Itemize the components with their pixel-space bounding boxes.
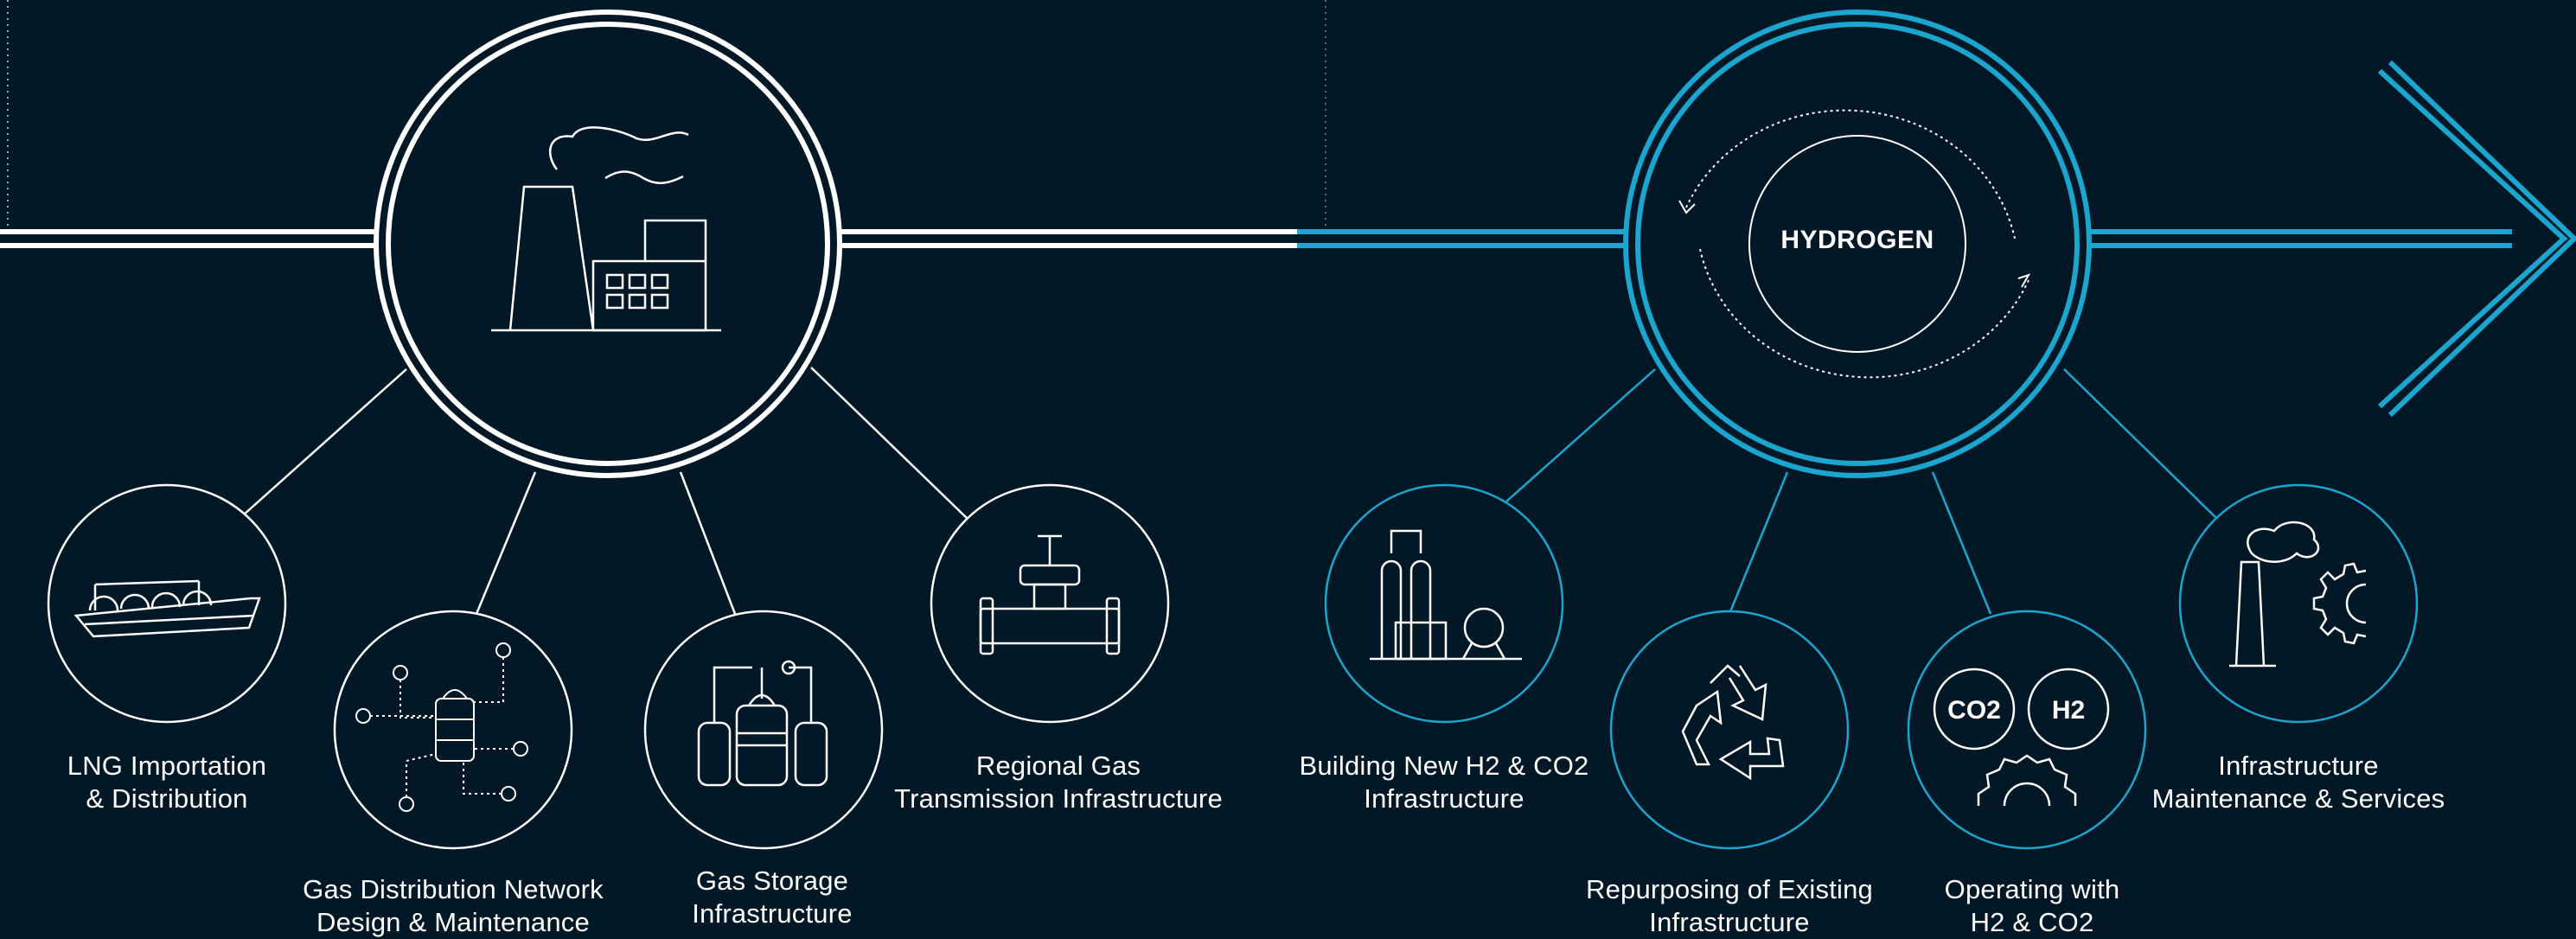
service-storage xyxy=(643,610,884,850)
service-maintenance xyxy=(2178,483,2419,724)
service-repurposing xyxy=(1609,610,1850,850)
service-operating: CO2 H2 xyxy=(1907,610,2147,850)
pipeline-valve-icon xyxy=(979,534,1121,655)
recycle-icon xyxy=(1681,664,1785,781)
hydrogen-hub-label: HYDROGEN xyxy=(1780,226,1934,254)
co2-chip xyxy=(1933,668,2016,751)
hydrogen-connectors xyxy=(1505,368,2220,615)
h2-chip xyxy=(2027,668,2110,751)
arrow-head-icon xyxy=(2377,60,2576,418)
h2-plant-icon xyxy=(1370,529,1522,661)
chimney-gear-icon xyxy=(2229,521,2367,668)
service-transmission xyxy=(930,483,1170,724)
gas-connectors xyxy=(242,367,970,615)
cycle-arrows-icon xyxy=(1685,109,2029,379)
distribution-network-icon xyxy=(355,642,528,812)
gas-hub xyxy=(374,10,842,478)
hydrogen-hub xyxy=(1623,10,2092,478)
hydrogen-inner-circle xyxy=(1748,135,1966,353)
service-distribution xyxy=(333,610,573,850)
lng-ship-icon xyxy=(74,579,261,638)
factory-icon xyxy=(491,126,721,332)
co2-h2-gear-icon xyxy=(1933,668,2110,807)
gas-main-line xyxy=(0,229,1297,248)
h2-chip-label: H2 xyxy=(2052,696,2085,725)
service-building xyxy=(1324,483,1564,724)
gas-storage-icon xyxy=(697,660,828,787)
label-lng: LNG Importation& Distribution xyxy=(67,751,267,814)
service-lng xyxy=(47,483,287,724)
co2-chip-label: CO2 xyxy=(1947,696,2001,725)
hydrogen-main-line xyxy=(1297,229,2512,248)
